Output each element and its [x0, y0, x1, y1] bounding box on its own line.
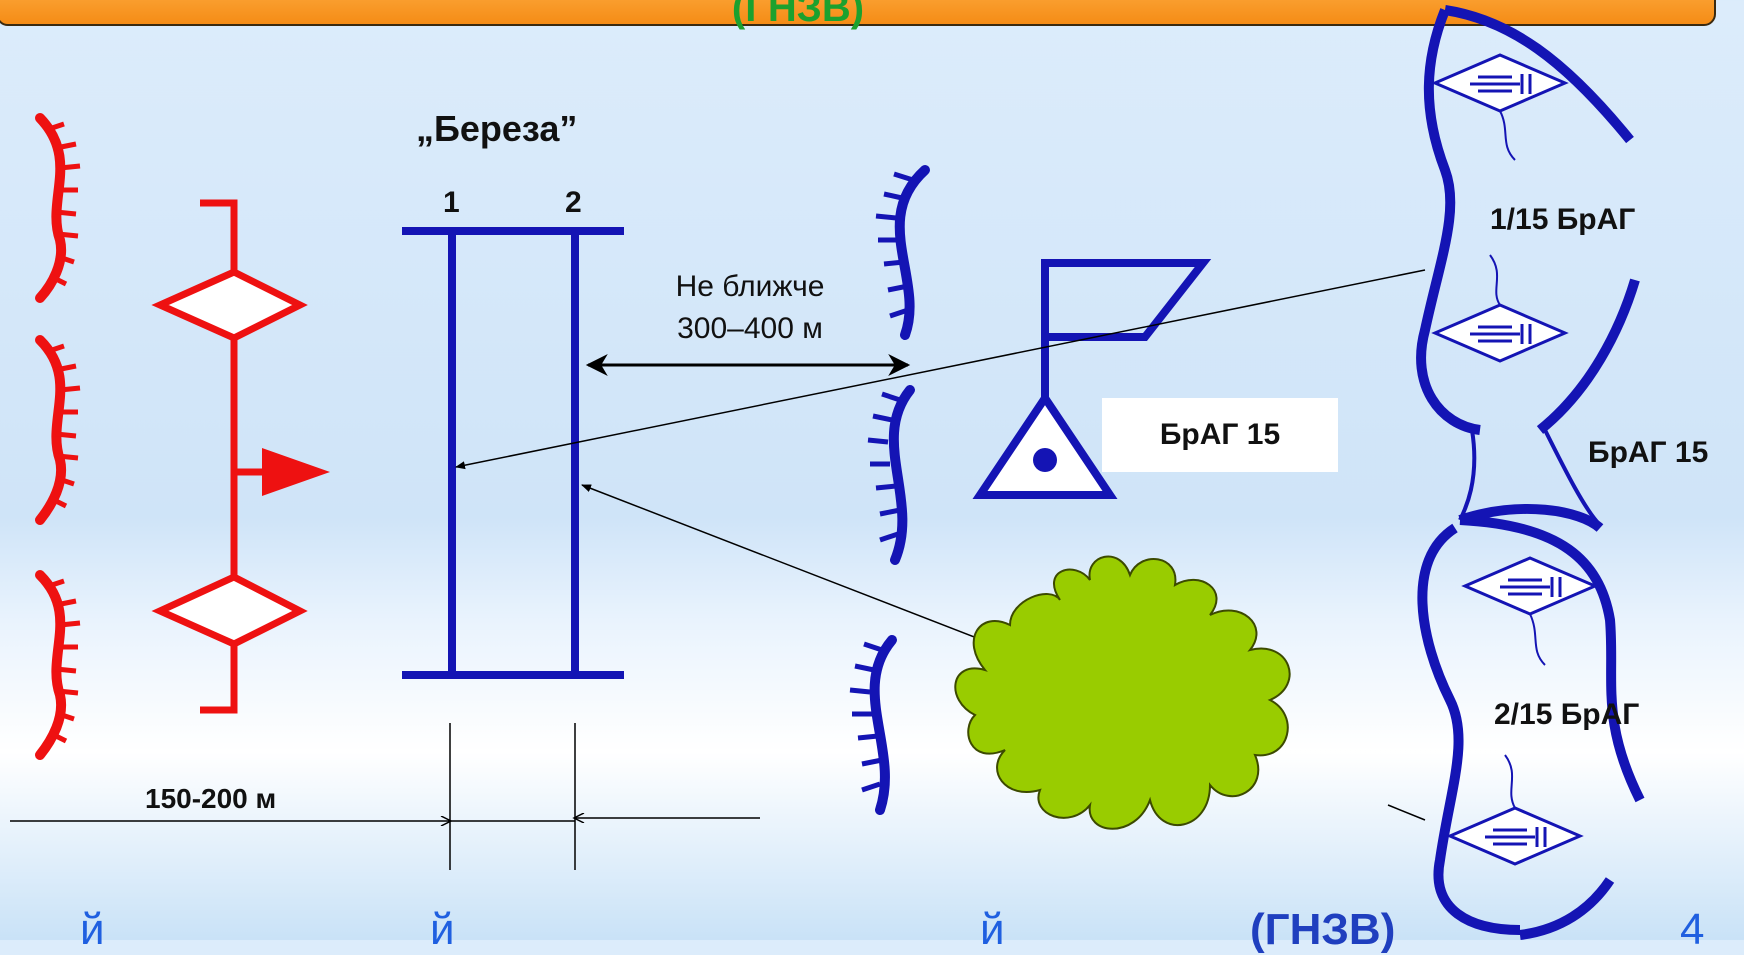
battery-1-label: 1/15 БрАГ [1490, 203, 1636, 236]
footer-fragment-3: й [980, 905, 1005, 954]
gun-symbol-1-icon [1431, 53, 1569, 161]
barrier-name-label: „Береза” [416, 108, 578, 149]
enemy-advance-arrow-icon [262, 448, 330, 496]
distance-note-line2: 300–400 м [677, 312, 823, 345]
gun-symbol-2-icon [1431, 254, 1569, 363]
enemy-trench-1 [35, 113, 81, 303]
footer-fragment-1: й [80, 905, 105, 954]
footer-fragment-2: й [430, 905, 455, 954]
fire-line-lower-stub [1387, 804, 1426, 821]
friendly-trench-3 [849, 635, 897, 815]
distance-note-line1: Не ближче [675, 270, 825, 303]
barrier-line-symbol [402, 227, 624, 679]
enemy-unit-symbol [151, 199, 308, 714]
battery-outline [1416, 5, 1645, 940]
enemy-trench-3 [35, 570, 81, 760]
width-dimension [10, 723, 760, 870]
battalion-label: БрАГ 15 [1588, 436, 1709, 469]
battery-2-label: 2/15 БрАГ [1494, 698, 1640, 731]
width-label: 150-200 м [145, 783, 277, 814]
forest-area [954, 555, 1291, 830]
command-post-flag-icon [972, 259, 1212, 499]
command-post-dot-icon [1033, 448, 1057, 472]
friendly-trench-2 [867, 385, 915, 565]
fire-line-upper [455, 269, 1426, 470]
header-title: (ГНЗВ) [731, 0, 865, 30]
distance-note: Не ближче 300–400 м [640, 266, 860, 350]
friendly-trench-1 [875, 165, 930, 340]
header-bar [0, 0, 1716, 26]
enemy-trench-2 [35, 335, 81, 525]
fire-line-lower [581, 484, 983, 641]
gun-symbol-3-icon [1461, 556, 1599, 666]
command-post-label-text: БрАГ 15 [1159, 418, 1281, 451]
gun-symbol-4-icon [1446, 754, 1584, 866]
line-1-label: 1 [443, 186, 460, 219]
footer-fragment-4: (ГНЗВ) [1250, 905, 1396, 954]
command-post-label: БрАГ 15 [1102, 398, 1338, 472]
line-2-label: 2 [565, 186, 582, 219]
footer-fragment-5: 4 [1680, 905, 1705, 954]
